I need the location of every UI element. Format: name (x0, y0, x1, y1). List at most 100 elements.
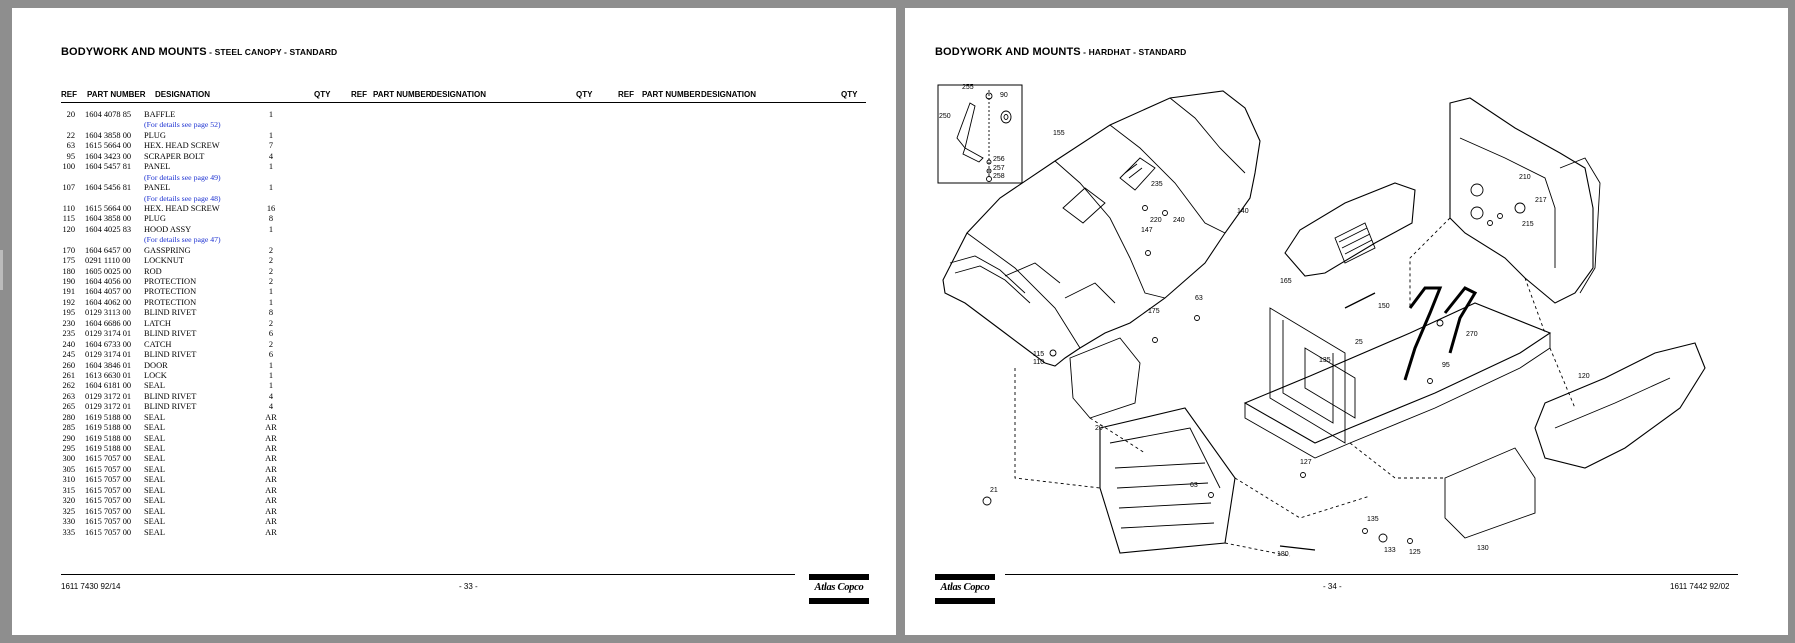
plug-21 (982, 496, 992, 506)
qty-cell: AR (265, 464, 277, 474)
ref-cell: 95 (66, 151, 75, 161)
callout-number: 257 (993, 165, 1005, 172)
part-number-cell: 1604 3858 00 (85, 214, 132, 224)
part-number-cell: 1604 4056 00 (85, 277, 132, 286)
callout-number: 135 (1367, 516, 1379, 523)
inset-grommet (1000, 110, 1012, 124)
callout-number: 180 (1277, 551, 1289, 558)
qty-cell: 2 (268, 277, 274, 286)
ref-cell: 310 (62, 475, 75, 485)
header-part-number-3: PART NUMBER (642, 90, 701, 99)
left-page: BODYWORK AND MOUNTS - STEEL CANOPY - STA… (12, 8, 896, 635)
qty-cell: AR (265, 454, 277, 464)
fender-crease (1554, 377, 1671, 429)
ref-cell: 190 (62, 277, 75, 286)
part-number-cell: 1604 5456 81 (85, 183, 132, 193)
callout-number: 125 (1409, 549, 1421, 556)
designation-cell: SEAL (144, 506, 165, 516)
fastener-147 (1145, 250, 1151, 256)
ref-cell: 295 (62, 444, 75, 453)
part-number-cell: 1615 7057 00 (85, 475, 132, 485)
part-number-cell: 1613 6630 01 (85, 370, 132, 380)
ref-cell: 175 (62, 256, 75, 266)
callout-number: 140 (1237, 208, 1249, 215)
right-page: BODYWORK AND MOUNTS - HARDHAT - STANDARD (905, 8, 1788, 635)
ref-cell: 305 (62, 464, 75, 474)
rear-baffle-outline (1284, 182, 1416, 277)
side-panel-hole-3 (1514, 202, 1526, 214)
inset-washer-2 (986, 168, 992, 174)
qty-cell: 2 (268, 256, 274, 266)
callout-number: 120 (1578, 373, 1590, 380)
designation-cell: LOCK (144, 370, 167, 380)
front-bracket (1069, 337, 1141, 419)
radiator-frame-inner (1282, 320, 1334, 424)
callout-number: 63 (1195, 295, 1203, 302)
ref-cell: 120 (62, 224, 75, 234)
designation-cell: CATCH (144, 339, 172, 349)
lower-panel-louvers (1114, 462, 1215, 529)
callout-number: 135 (1319, 357, 1331, 364)
part-number-cell: 0291 1110 00 (85, 256, 131, 266)
inset-grommet-hole (1003, 114, 1009, 120)
callout-number: 215 (1522, 221, 1534, 228)
hood-top-crease (1054, 160, 1166, 299)
logo-bar-top (809, 574, 869, 580)
designation-cell: SEAL (144, 496, 165, 506)
designation-cell: SEAL (144, 475, 165, 485)
window-edge-marker (0, 250, 3, 290)
part-number-cell: 1604 4057 00 (85, 287, 132, 297)
designation-cell: PROTECTION (144, 277, 197, 286)
callout-number: 235 (1151, 181, 1163, 188)
fastener-127 (1300, 472, 1306, 478)
header-part-number-1: PART NUMBER (87, 90, 146, 99)
header-part-number-2: PART NUMBER (373, 90, 432, 99)
part-number-cell: 1604 5457 81 (85, 162, 132, 172)
part-number-cell: 1605 0025 00 (85, 266, 132, 276)
ref-cell: 115 (62, 214, 75, 224)
callout-number: 270 (1466, 331, 1478, 338)
qty-cell: 1 (268, 224, 274, 234)
qty-cell: 1 (268, 360, 274, 370)
radiator-frame (1269, 307, 1346, 444)
designation-cell: BAFFLE (144, 110, 176, 119)
fastener-215 (1487, 220, 1493, 226)
left-atlas-copco-logo: Atlas Copco (809, 574, 869, 606)
header-ref-1: REF (61, 90, 77, 99)
qty-cell: 6 (268, 329, 274, 339)
callout-number: 175 (1148, 308, 1160, 315)
ref-cell: 280 (62, 412, 75, 422)
header-qty-3: QTY (841, 90, 858, 99)
ref-cell: 235 (62, 329, 75, 339)
qty-cell: 2 (268, 245, 274, 255)
side-panel-outline (1449, 97, 1594, 304)
hood-intake-panel (1062, 187, 1106, 224)
fastener-135b (1362, 528, 1368, 534)
logo-bar-bottom (809, 598, 869, 604)
ref-cell: 22 (66, 130, 75, 140)
designation-cell: PLUG (144, 130, 166, 140)
guide-line-4 (1409, 217, 1451, 308)
part-number-cell: 0129 3113 00 (85, 308, 131, 318)
fastener-63a (1194, 315, 1200, 321)
guide-line-5 (1524, 277, 1546, 334)
designation-cell: HEX. HEAD SCREW (144, 203, 220, 213)
chassis-tray-top (1243, 302, 1552, 444)
ref-cell: 110 (62, 203, 75, 213)
rear-baffle-grille-lines (1338, 227, 1373, 255)
inset-bracket-foot (962, 147, 984, 163)
designation-cell: SEAL (144, 485, 165, 495)
hood-vent-2 (1064, 282, 1116, 304)
qty-cell: 1 (268, 130, 274, 140)
callout-number: 217 (1535, 197, 1547, 204)
ref-cell: 240 (62, 339, 75, 349)
callout-number: 21 (990, 487, 998, 494)
details-reference-note: (For details see page 52) (144, 120, 221, 130)
designation-cell: PANEL (144, 183, 171, 193)
part-number-cell: 1615 7057 00 (85, 485, 132, 495)
qty-cell: 4 (268, 391, 274, 401)
rear-baffle-grille (1334, 222, 1376, 264)
logo-text: Atlas Copco (940, 582, 990, 593)
